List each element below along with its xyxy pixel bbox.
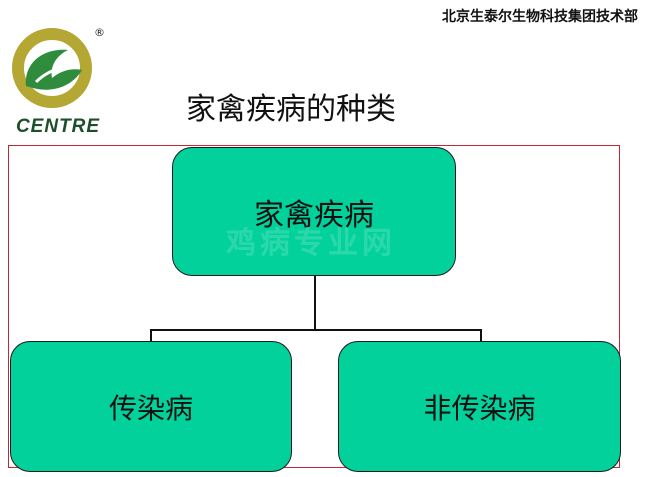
connector-root-stem (314, 276, 316, 330)
logo-ring (12, 28, 92, 108)
centre-logo: ® CENTRE (6, 20, 116, 138)
company-name: 北京生泰尔生物科技集团技术部 (442, 9, 638, 25)
diagram-frame (8, 145, 620, 468)
slide-title: 家禽疾病的种类 (186, 92, 396, 127)
node-infectious-diseases: 传染病 (10, 341, 292, 472)
node-non-infectious-diseases: 非传染病 (338, 341, 621, 472)
connector-horizontal (150, 329, 482, 331)
node-right-label: 非传染病 (423, 391, 536, 425)
connector-right-drop (480, 329, 482, 341)
node-left-label: 传染病 (108, 391, 193, 425)
centre-logo-icon: ® (12, 26, 105, 108)
registered-mark: ® (94, 26, 105, 39)
node-root-label: 家禽疾病 (254, 197, 374, 233)
logo-brand-text: CENTRE (15, 116, 101, 137)
connector-left-drop (150, 329, 152, 341)
logo-leaf-vein (34, 64, 77, 84)
watermark: 鸡病专业网 (226, 226, 396, 261)
node-poultry-diseases: 家禽疾病 (172, 147, 456, 276)
